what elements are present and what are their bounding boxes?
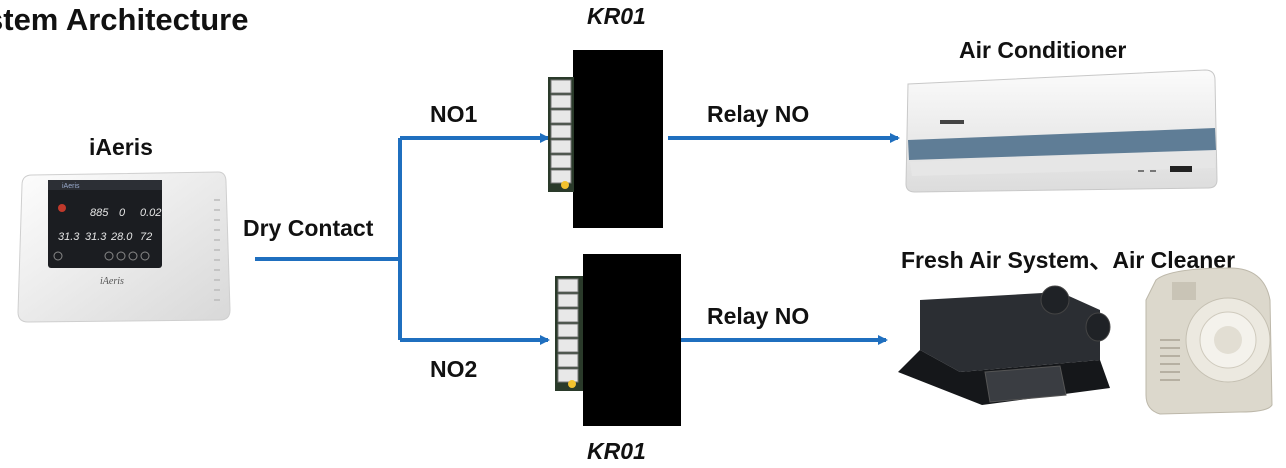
reading-3: 31.3	[58, 231, 80, 243]
dry-contact-label: Dry Contact	[243, 215, 374, 241]
no2-label: NO2	[430, 356, 478, 382]
reading-2: 0.02	[140, 207, 161, 219]
relay-no-top-label: Relay NO	[707, 101, 810, 127]
relay-top-led	[561, 181, 569, 189]
iaeris-screen-brand: iAeris	[62, 183, 80, 190]
air-conditioner-label: Air Conditioner	[959, 37, 1127, 63]
air-conditioner-image	[905, 69, 1218, 193]
reading-5: 28.0	[110, 231, 133, 243]
fresh-air-label: Fresh Air System、Air Cleaner	[901, 247, 1236, 273]
iaeris-device-logo: iAeris	[100, 276, 124, 287]
iaeris-device: iAeris 885 0 0.02 31.3 31.3 28.0 72 iAer…	[17, 171, 231, 323]
reading-1: 0	[119, 207, 126, 219]
relay-bottom-label: KR01	[587, 438, 646, 464]
relay-bottom	[555, 254, 681, 426]
relay-top	[548, 50, 663, 228]
no1-label: NO1	[430, 101, 478, 127]
arrow-lines	[255, 133, 900, 345]
relay-top-label: KR01	[587, 3, 646, 29]
iaeris-label: iAeris	[89, 134, 153, 160]
air-cleaner-image	[1145, 267, 1273, 415]
reading-6: 72	[140, 231, 152, 243]
fresh-air-system-image	[898, 285, 1111, 405]
relay-bottom-led	[568, 380, 576, 388]
reading-4: 31.3	[85, 231, 107, 243]
iaeris-screen	[48, 180, 162, 268]
page-title: stem Architecture	[0, 2, 249, 37]
reading-0: 885	[90, 207, 109, 219]
relay-no-bottom-label: Relay NO	[707, 303, 810, 329]
